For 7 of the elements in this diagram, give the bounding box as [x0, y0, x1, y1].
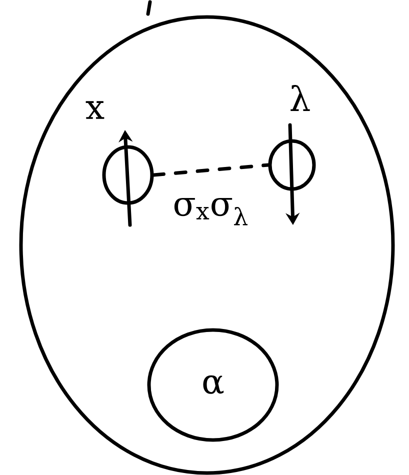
dashed-line	[152, 163, 270, 177]
circle	[268, 139, 316, 191]
edge-label: σ$_{x}$σ$_{λ}$	[174, 198, 248, 226]
blob-outline	[19, 15, 395, 475]
spin-label: x	[86, 101, 104, 119]
circle	[102, 145, 154, 205]
spin-label: λ	[290, 85, 310, 111]
